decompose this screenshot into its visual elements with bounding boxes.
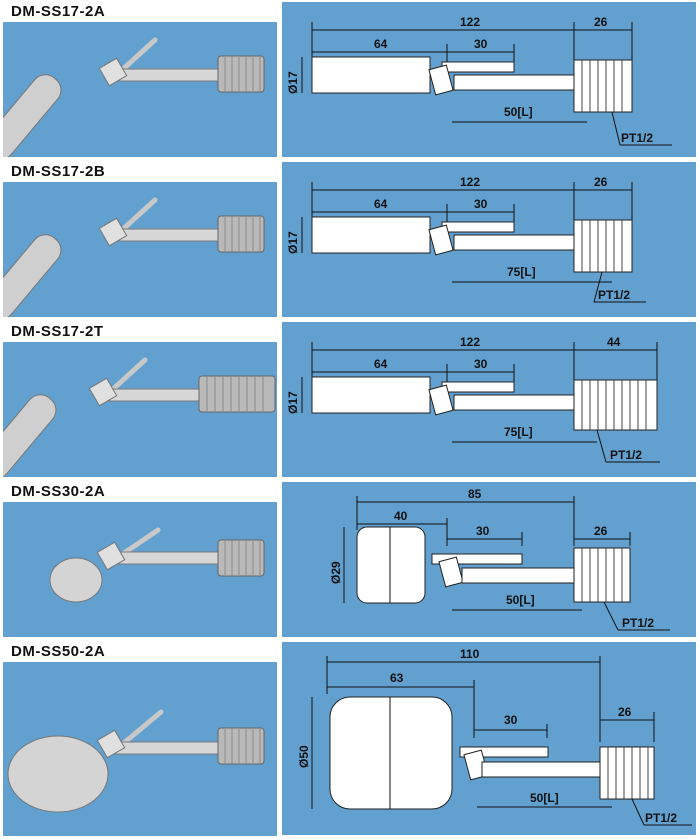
dimension-diagram: 85 40 30 26 Ø29 50[L] PT1/2 <box>282 482 696 637</box>
dim-stem: 75[L] <box>504 425 533 439</box>
dim-thread-length: 26 <box>594 175 608 189</box>
dimension-diagram: 122 64 30 26 Ø17 75[L] PT1/2 <box>282 162 696 317</box>
dim-thread-length: 26 <box>594 15 608 29</box>
dim-stem: 50[L] <box>504 105 533 119</box>
dim-thread-length: 26 <box>594 524 608 538</box>
dim-overall: 122 <box>460 175 480 189</box>
dim-diameter: Ø17 <box>286 391 300 414</box>
dim-overall: 85 <box>468 487 482 501</box>
dim-thread: PT1/2 <box>621 131 653 145</box>
product-row-ss17-2a: DM-SS17-2A 122 64 30 26 <box>0 0 700 166</box>
dim-arm: 30 <box>504 713 518 727</box>
dim-float-length: 64 <box>374 197 388 211</box>
model-label: DM-SS17-2B <box>4 162 113 182</box>
dim-float-length: 63 <box>390 671 404 685</box>
model-label: DM-SS17-2T <box>4 322 111 342</box>
dim-stem: 50[L] <box>530 791 559 805</box>
product-row-ss50-2a: DM-SS50-2A 110 63 30 26 <box>0 640 700 840</box>
product-photo <box>3 662 277 836</box>
dim-thread-length: 26 <box>618 705 632 719</box>
product-photo <box>3 182 277 317</box>
model-label: DM-SS17-2A <box>4 2 113 22</box>
dim-float-length: 64 <box>374 357 388 371</box>
dim-diameter: Ø50 <box>297 745 311 768</box>
model-label: DM-SS50-2A <box>4 642 113 662</box>
dim-float-length: 64 <box>374 37 388 51</box>
dim-thread: PT1/2 <box>610 448 642 462</box>
dim-overall: 110 <box>460 647 480 661</box>
dim-thread: PT1/2 <box>645 811 677 825</box>
dimension-diagram: 110 63 30 26 Ø50 50[L] PT1/2 <box>282 642 696 835</box>
dim-stem: 50[L] <box>506 593 535 607</box>
dim-diameter: Ø29 <box>329 561 343 584</box>
dim-diameter: Ø17 <box>286 71 300 94</box>
product-row-ss30-2a: DM-SS30-2A 85 40 30 26 <box>0 480 700 646</box>
dimension-diagram: 122 64 30 26 Ø17 50[L] PT1/2 <box>282 2 696 157</box>
dim-diameter: Ø17 <box>286 231 300 254</box>
dimension-diagram: 122 64 30 44 Ø17 75[L] PT1/2 <box>282 322 696 477</box>
dim-arm: 30 <box>474 37 488 51</box>
dim-arm: 30 <box>476 524 490 538</box>
dim-thread: PT1/2 <box>622 616 654 630</box>
product-photo <box>3 22 277 157</box>
product-row-ss17-2b: DM-SS17-2B 122 64 30 26 Ø17 <box>0 160 700 326</box>
dim-float-length: 40 <box>394 509 408 523</box>
product-photo <box>3 342 277 477</box>
product-photo <box>3 502 277 637</box>
dim-thread-length: 44 <box>607 335 621 349</box>
dim-arm: 30 <box>474 197 488 211</box>
dim-stem: 75[L] <box>507 265 536 279</box>
product-row-ss17-2t: DM-SS17-2T 122 64 30 44 Ø17 <box>0 320 700 486</box>
model-label: DM-SS30-2A <box>4 482 113 502</box>
dim-arm: 30 <box>474 357 488 371</box>
dim-overall: 122 <box>460 15 480 29</box>
dim-overall: 122 <box>460 335 480 349</box>
dim-thread: PT1/2 <box>598 288 630 302</box>
